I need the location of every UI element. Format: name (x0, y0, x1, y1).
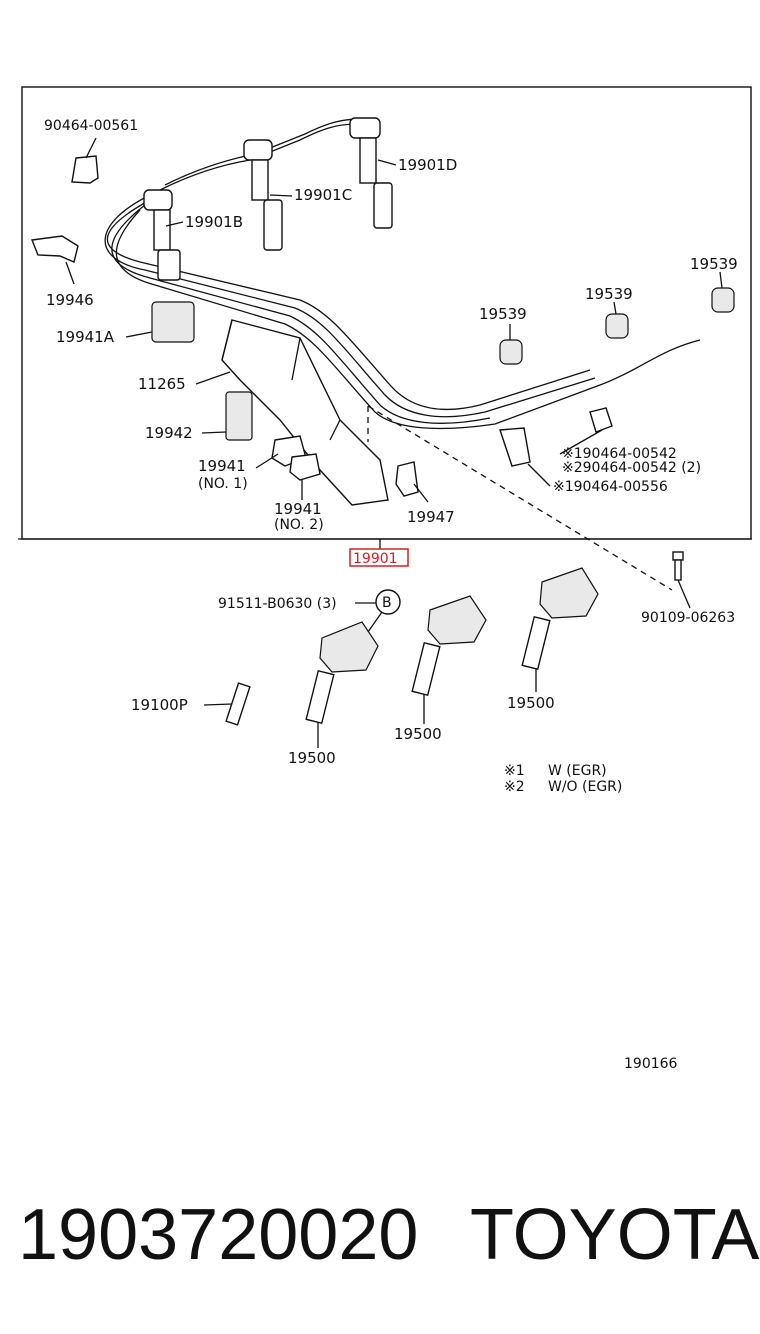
plug-boot-19901C (243, 139, 283, 251)
ignition-coil-19500-c (521, 567, 599, 671)
clamp-19941A (151, 301, 195, 343)
label-no2: (NO. 2) (274, 517, 324, 533)
grommet-19539-b (605, 313, 629, 339)
label-19941-no1: 19941 (198, 457, 246, 475)
label-callout-B: B (382, 595, 392, 611)
label-19539-b: 19539 (585, 285, 633, 303)
clamp-19947 (395, 461, 419, 497)
leader-lines (65, 137, 723, 748)
clamp-19942 (225, 391, 253, 441)
label-note1-90464-00542: ※190464-00542 (562, 446, 677, 462)
label-19941A: 19941A (56, 328, 115, 346)
ignition-coil-19500-b (411, 595, 487, 697)
bolt-90109-06263 (672, 551, 684, 581)
label-19901D: 19901D (398, 156, 457, 174)
label-11265: 11265 (138, 375, 186, 393)
label-19901C: 19901C (294, 186, 352, 204)
ignition-wire-set (104, 118, 701, 430)
label-no1: (NO. 1) (198, 476, 248, 492)
label-19500-c: 19500 (507, 694, 555, 712)
label-19901B: 19901B (185, 213, 243, 231)
label-19901-highlight: 19901 (353, 551, 398, 567)
grommet-19539-c (711, 287, 735, 313)
leader-B (367, 611, 383, 633)
label-19500-a: 19500 (288, 749, 336, 767)
label-19539-c: 19539 (690, 255, 738, 273)
callout-circle-B (375, 589, 401, 615)
bracket-19946 (31, 235, 79, 263)
label-90464-00561: 90464-00561 (44, 118, 138, 134)
spark-plug-19100P (225, 682, 251, 726)
brand-name: TOYOTA (470, 1195, 760, 1275)
plug-boot-19901B (143, 189, 181, 281)
clip-90464-00542 (589, 407, 613, 433)
label-19942: 19942 (145, 424, 193, 442)
label-91511-B0630: 91511-B0630 (3) (218, 596, 337, 612)
label-19941-no2: 19941 (274, 500, 322, 518)
label-19946: 19946 (46, 291, 94, 309)
label-19500-b: 19500 (394, 725, 442, 743)
clamp-19941-no2 (289, 453, 321, 481)
highlight-box-19901 (349, 548, 409, 567)
legend-2-mark: ※2 (504, 779, 525, 795)
ignition-coil-19500-a (305, 621, 379, 725)
part-number: 1903720020 (18, 1195, 419, 1275)
legend-1-mark: ※1 (504, 763, 525, 779)
label-note2-90464-00542: ※290464-00542 (2) (562, 460, 701, 476)
protector-11265 (221, 319, 389, 506)
legend-2-text: W/O (EGR) (548, 779, 622, 795)
clip-90464-00556 (499, 427, 531, 467)
label-19947: 19947 (407, 508, 455, 526)
dashed-reference-line (367, 405, 673, 591)
label-90109-06263: 90109-06263 (641, 610, 735, 626)
figure-id: 190166 (624, 1056, 678, 1072)
label-19539-a: 19539 (479, 305, 527, 323)
grommet-19539-a (499, 339, 523, 365)
plug-boot-19901D (349, 117, 393, 229)
clip-90464-00561 (71, 155, 99, 184)
legend-1-text: W (EGR) (548, 763, 607, 779)
label-note1-90464-00556: ※190464-00556 (553, 479, 668, 495)
label-19100P: 19100P (131, 696, 188, 714)
